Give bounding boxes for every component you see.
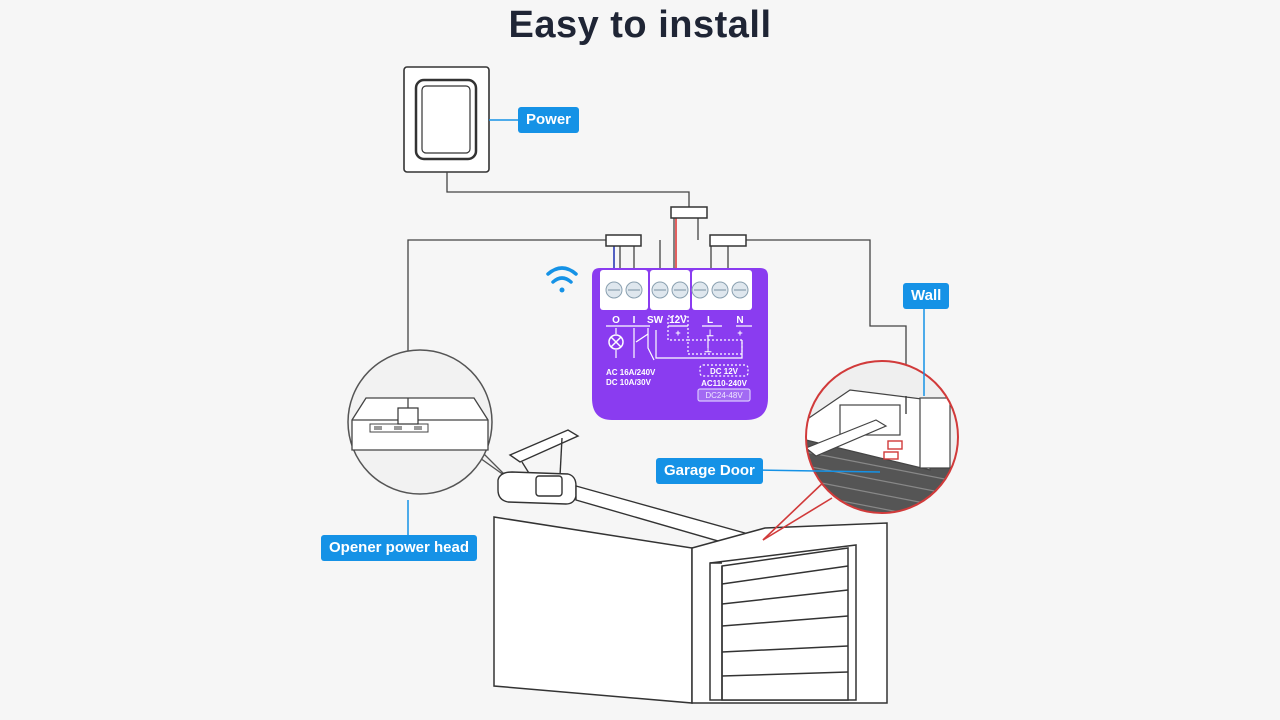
door-zoom-callout — [762, 360, 959, 541]
wiring — [401, 172, 907, 413]
plus-n: + — [737, 328, 742, 338]
page-title: Easy to install — [508, 4, 772, 46]
wall-switch — [403, 66, 490, 173]
junction-connectors — [605, 206, 747, 247]
terminal-label-l: L — [707, 315, 713, 326]
rating-ac: AC 16A/240V — [606, 368, 656, 377]
wall-label: Wall — [903, 283, 950, 309]
lamp-icon — [608, 334, 624, 350]
rating-dc: DC 10A/30V — [606, 378, 652, 387]
garage — [493, 516, 888, 704]
terminal-label-12v: 12V — [669, 315, 687, 326]
terminal-screws — [605, 281, 749, 299]
opener-zoom-callout — [347, 349, 509, 495]
terminal-label-sw: SW — [647, 315, 664, 326]
terminal-label-n: N — [736, 315, 743, 326]
input-dc24: DC24-48V — [705, 391, 743, 400]
opener-power-head-label: Opener power head — [321, 535, 478, 561]
plus-12v: + — [675, 328, 680, 338]
power-label: Power — [518, 107, 580, 133]
terminal-label-i: I — [633, 315, 636, 326]
ground-l: ⊥ — [706, 328, 714, 338]
garage-door-label: Garage Door — [656, 458, 763, 484]
device-schematic — [606, 315, 752, 402]
ground-mid: ⊥ — [704, 344, 712, 354]
relay-device: O I SW 12V L N + + ⊥ ⊥ AC 16A/240V DC 10… — [592, 268, 768, 420]
wifi-icon — [546, 266, 578, 293]
input-dc12: DC 12V — [710, 367, 739, 376]
input-ac: AC110-240V — [701, 379, 747, 388]
terminal-label-o: O — [612, 315, 620, 326]
